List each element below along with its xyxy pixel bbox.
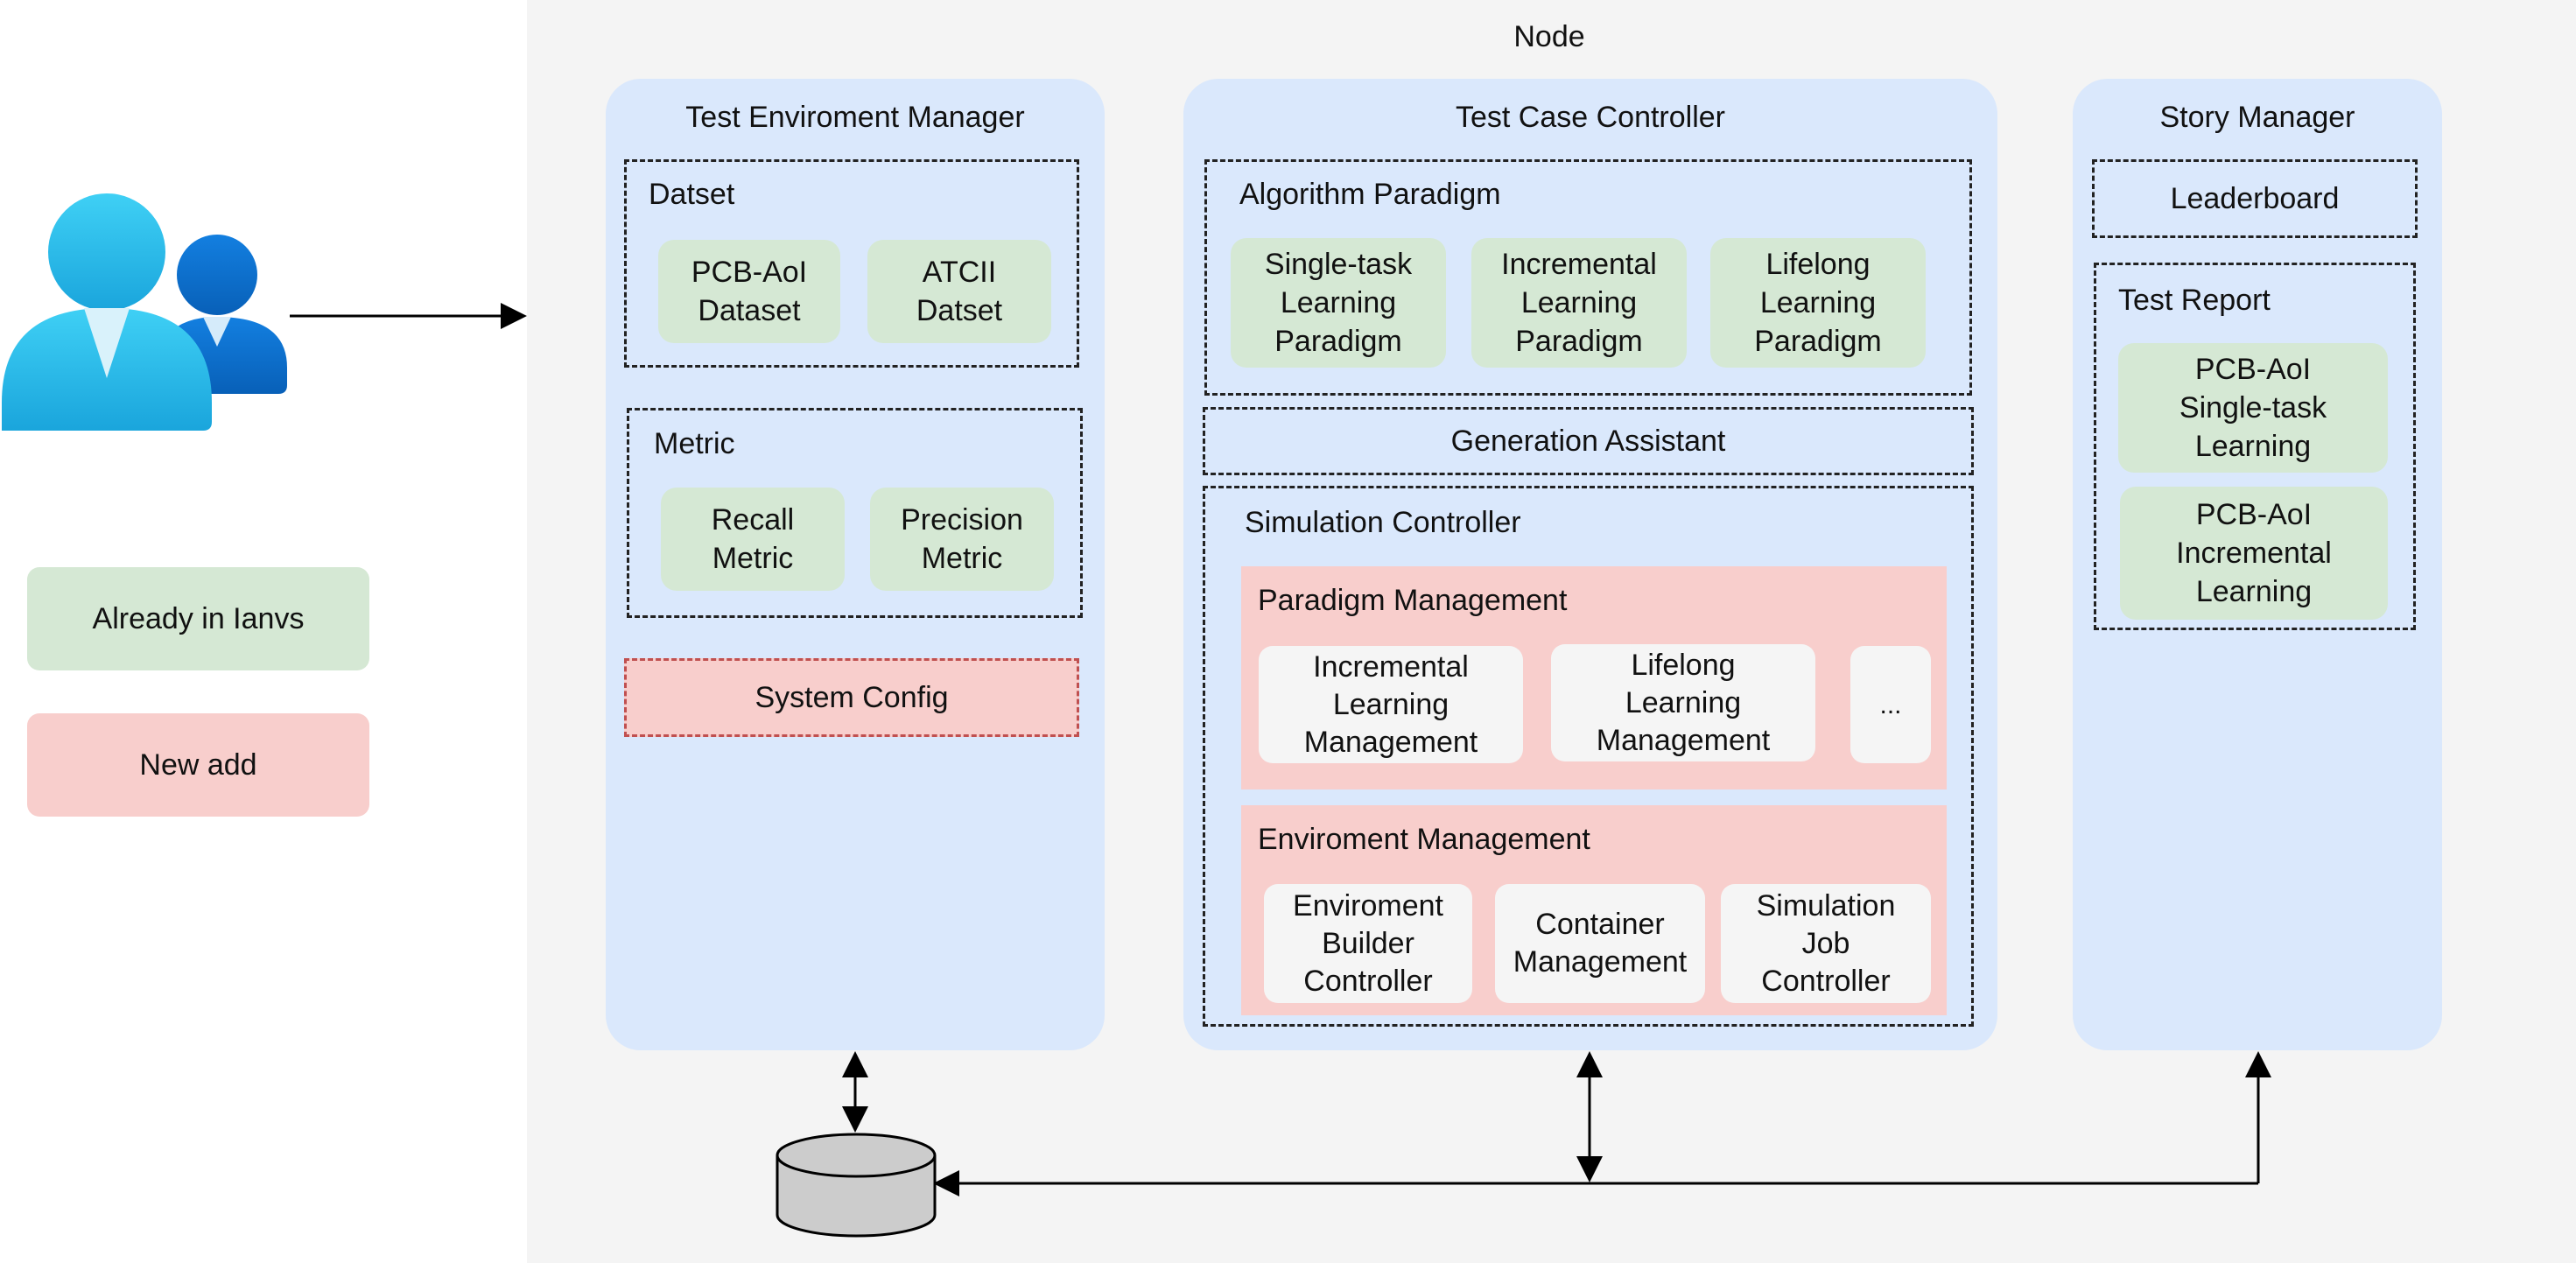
algorithm-paradigm-group bbox=[1204, 159, 1972, 396]
node-title: Node bbox=[1513, 19, 1585, 53]
more-paradigms[interactable]: ... bbox=[1850, 646, 1931, 763]
precision-metric[interactable]: Precision Metric bbox=[870, 488, 1054, 591]
incremental-learning-management[interactable]: Incremental Learning Management bbox=[1259, 646, 1523, 763]
incremental-learning-paradigm[interactable]: Incremental Learning Paradigm bbox=[1471, 238, 1687, 368]
test-case-controller-title: Test Case Controller bbox=[1455, 100, 1725, 134]
simulation-controller-title: Simulation Controller bbox=[1245, 506, 1521, 539]
container-management[interactable]: Container Management bbox=[1495, 884, 1705, 1003]
pcb-aoi-incremental-learning-report[interactable]: PCB-AoI Incremental Learning bbox=[2120, 487, 2388, 620]
simulation-controller-group bbox=[1203, 486, 1974, 1027]
lifelong-learning-paradigm[interactable]: Lifelong Learning Paradigm bbox=[1710, 238, 1926, 368]
simulation-job-controller[interactable]: Simulation Job Controller bbox=[1721, 884, 1931, 1003]
test-report-group bbox=[2094, 263, 2416, 630]
lifelong-learning-management[interactable]: Lifelong Learning Management bbox=[1551, 644, 1815, 761]
pcb-aoi-single-task-learning-report[interactable]: PCB-AoI Single-task Learning bbox=[2118, 343, 2388, 473]
atcii-dataset[interactable]: ATCII Datset bbox=[867, 240, 1051, 343]
story-manager-title: Story Manager bbox=[2159, 100, 2355, 134]
metric-title: Metric bbox=[654, 427, 735, 460]
dataset-group bbox=[624, 159, 1079, 368]
generation-assistant[interactable]: Generation Assistant bbox=[1203, 407, 1974, 475]
users-icon bbox=[2, 193, 287, 431]
test-report-title: Test Report bbox=[2118, 284, 2271, 317]
single-task-learning-paradigm[interactable]: Single-task Learning Paradigm bbox=[1231, 238, 1446, 368]
system-config[interactable]: System Config bbox=[624, 658, 1079, 737]
algorithm-paradigm-title: Algorithm Paradigm bbox=[1239, 178, 1501, 211]
test-environment-manager-title: Test Enviroment Manager bbox=[685, 100, 1025, 134]
dataset-title: Datset bbox=[649, 178, 735, 211]
legend-already-in-ianvs: Already in Ianvs bbox=[27, 567, 369, 670]
paradigm-management-title: Paradigm Management bbox=[1258, 584, 1568, 617]
environment-management-title: Enviroment Management bbox=[1258, 823, 1590, 856]
environment-builder-controller[interactable]: Enviroment Builder Controller bbox=[1264, 884, 1472, 1003]
recall-metric[interactable]: Recall Metric bbox=[661, 488, 845, 591]
leaderboard[interactable]: Leaderboard bbox=[2092, 159, 2418, 238]
database-icon bbox=[776, 1133, 937, 1238]
metric-group bbox=[627, 408, 1083, 618]
legend-new-add: New add bbox=[27, 713, 369, 817]
pcb-aoi-dataset[interactable]: PCB-AoI Dataset bbox=[658, 240, 840, 343]
